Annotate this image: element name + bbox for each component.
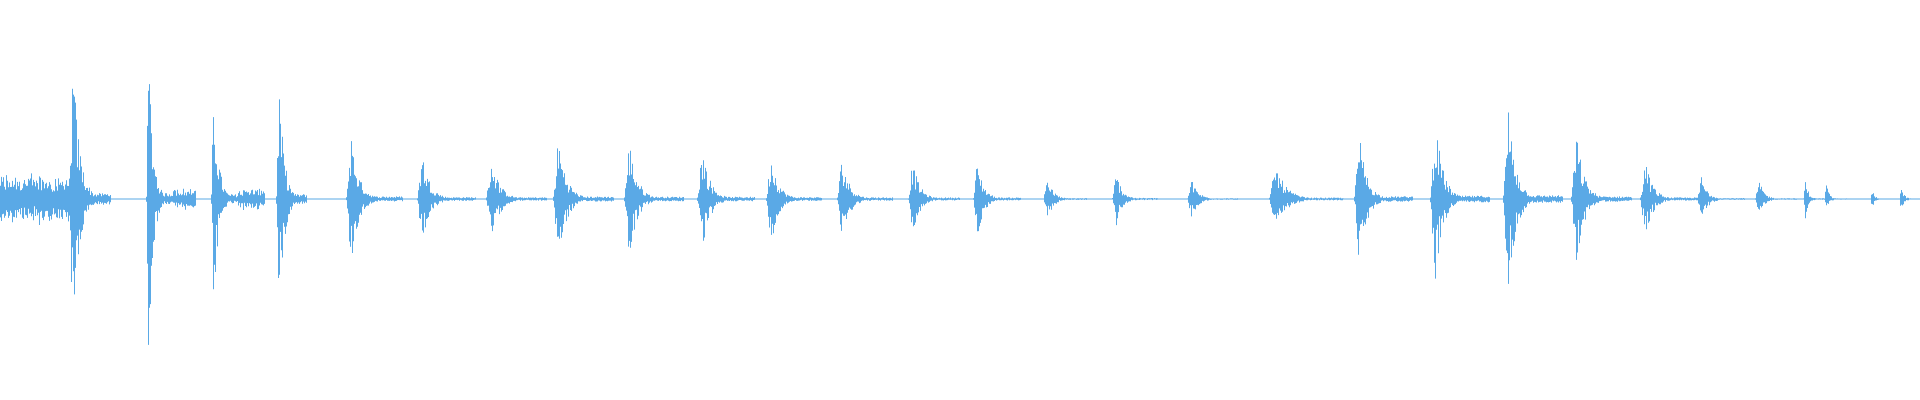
- waveform-burst-20: [1430, 140, 1490, 279]
- waveform-burst-08: [553, 148, 614, 239]
- waveform-burst-06: [417, 162, 476, 233]
- waveform-burst-03: [211, 117, 238, 290]
- waveform-burst-01: [69, 88, 111, 295]
- waveform-burst-12: [837, 164, 893, 231]
- waveform-burst-18: [1269, 173, 1344, 219]
- waveform-burst-24: [1697, 177, 1745, 214]
- waveform-burst-10: [697, 160, 755, 241]
- waveform-burst-09: [624, 150, 684, 248]
- waveform-burst-29: [1899, 190, 1920, 206]
- waveform-burst-07: [486, 168, 547, 232]
- waveform-burst-21: [1503, 112, 1563, 284]
- waveform-burst-25: [1755, 182, 1797, 210]
- waveform-burst-19: [1354, 143, 1413, 255]
- waveform-burst-14: [973, 168, 1021, 232]
- waveform-noise-intro: [0, 173, 77, 225]
- waveform-burst-23: [1640, 167, 1699, 230]
- waveform-burst-02: [146, 84, 173, 345]
- waveform-burst-28: [1870, 193, 1889, 205]
- waveform-burst-22: [1571, 141, 1632, 260]
- waveform-burst-11: [766, 165, 822, 235]
- waveform-burst-26: [1803, 182, 1828, 219]
- waveform-tail-02: [173, 188, 196, 210]
- waveform-burst-13: [908, 170, 960, 227]
- waveform-burst-16: [1112, 179, 1158, 226]
- waveform-bursts: [0, 84, 1920, 345]
- waveform-burst-15: [1043, 182, 1087, 216]
- waveform-burst-17: [1187, 182, 1238, 217]
- waveform-burst-04: [276, 99, 307, 278]
- waveform-tail-03: [238, 188, 265, 210]
- waveform-burst-27: [1824, 185, 1847, 206]
- waveform-burst-05: [346, 141, 403, 253]
